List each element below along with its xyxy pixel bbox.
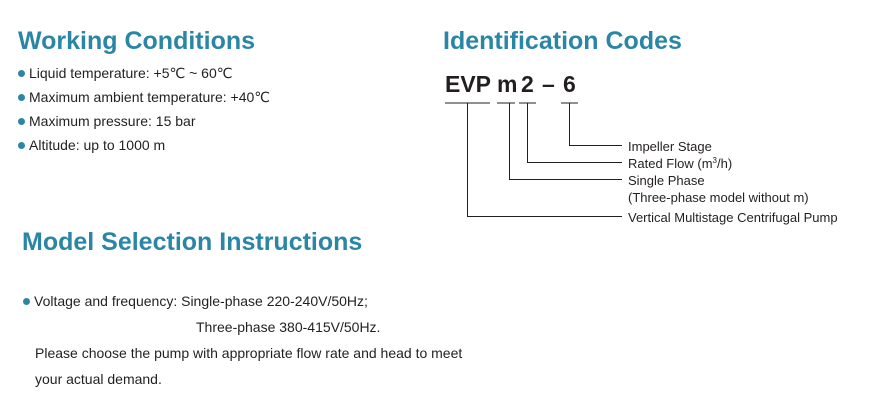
working-condition-item: Liquid temperature: +5℃ ~ 60℃ bbox=[18, 66, 232, 80]
impeller-stage-label: Impeller Stage bbox=[628, 139, 712, 154]
model-selection-heading: Model Selection Instructions bbox=[22, 228, 363, 256]
bullet-dot-icon bbox=[18, 142, 25, 149]
bullet-dot-icon bbox=[18, 94, 25, 101]
voltage-frequency-item: Voltage and frequency: Single-phase 220-… bbox=[23, 294, 368, 308]
bullet-dot-icon bbox=[18, 70, 25, 77]
working-condition-item: Altitude: up to 1000 m bbox=[18, 138, 165, 152]
rated-flow-label: Rated Flow (m3/h) bbox=[628, 156, 733, 171]
code-part-stage: 6 bbox=[563, 71, 576, 97]
working-condition-text: Maximum ambient temperature: +40℃ bbox=[29, 89, 270, 105]
working-condition-item: Maximum ambient temperature: +40℃ bbox=[18, 90, 270, 104]
single-phase-label: Single Phase bbox=[628, 173, 705, 188]
bullet-dot-icon bbox=[23, 298, 30, 305]
pump-type-label: Vertical Multistage Centrifugal Pump bbox=[628, 210, 838, 225]
selection-note-line-2: your actual demand. bbox=[35, 371, 162, 387]
code-part-flow: 2 bbox=[521, 71, 534, 97]
working-condition-text: Maximum pressure: 15 bar bbox=[29, 113, 196, 129]
rated-flow-suffix: /h) bbox=[716, 156, 733, 171]
rated-flow-superscript: 3 bbox=[712, 156, 717, 165]
identification-codes-heading: Identification Codes bbox=[443, 27, 682, 55]
rated-flow-prefix: Rated Flow (m bbox=[628, 156, 713, 171]
voltage-frequency-text: Voltage and frequency: Single-phase 220-… bbox=[34, 293, 368, 309]
bullet-dot-icon bbox=[18, 118, 25, 125]
selection-note-line-1: Please choose the pump with appropriate … bbox=[35, 345, 463, 361]
working-conditions-heading: Working Conditions bbox=[18, 27, 256, 55]
code-part-dash: – bbox=[542, 71, 555, 97]
working-condition-text: Liquid temperature: +5℃ ~ 60℃ bbox=[29, 65, 233, 81]
working-condition-item: Maximum pressure: 15 bar bbox=[18, 114, 196, 128]
code-part-evp: EVP bbox=[445, 71, 492, 97]
working-condition-text: Altitude: up to 1000 m bbox=[29, 137, 166, 153]
code-part-m: m bbox=[497, 71, 518, 97]
three-phase-note: (Three-phase model without m) bbox=[628, 190, 809, 205]
three-phase-voltage-text: Three-phase 380-415V/50Hz. bbox=[196, 319, 381, 335]
